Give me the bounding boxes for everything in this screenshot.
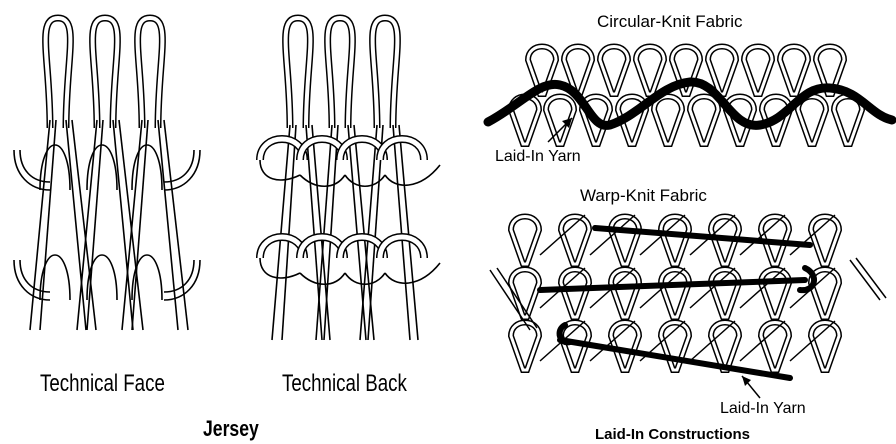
warp-knit-drawing — [490, 215, 886, 398]
warp-knit-label: Warp-Knit Fabric — [580, 186, 707, 206]
back-long-loops — [286, 18, 398, 128]
warp-leader-line — [742, 376, 760, 398]
circular-knit-label: Circular-Knit Fabric — [597, 12, 742, 32]
circular-knit-drawing — [488, 47, 892, 145]
technical-back-drawing — [260, 18, 440, 340]
technical-face-label: Technical Face — [40, 370, 165, 398]
technical-back-label: Technical Back — [282, 370, 407, 398]
circular-laid-in-yarn-label: Laid-In Yarn — [495, 148, 581, 166]
face-long-loops — [46, 18, 163, 128]
face-diagonal-legs — [30, 120, 188, 330]
circular-loops-bottom — [511, 97, 862, 145]
warp-laid-in-yarn-label: Laid-In Yarn — [720, 400, 806, 418]
technical-face-drawing — [14, 18, 200, 330]
laid-in-constructions-title: Laid-In Constructions — [595, 426, 750, 443]
jersey-title: Jersey — [203, 416, 259, 442]
